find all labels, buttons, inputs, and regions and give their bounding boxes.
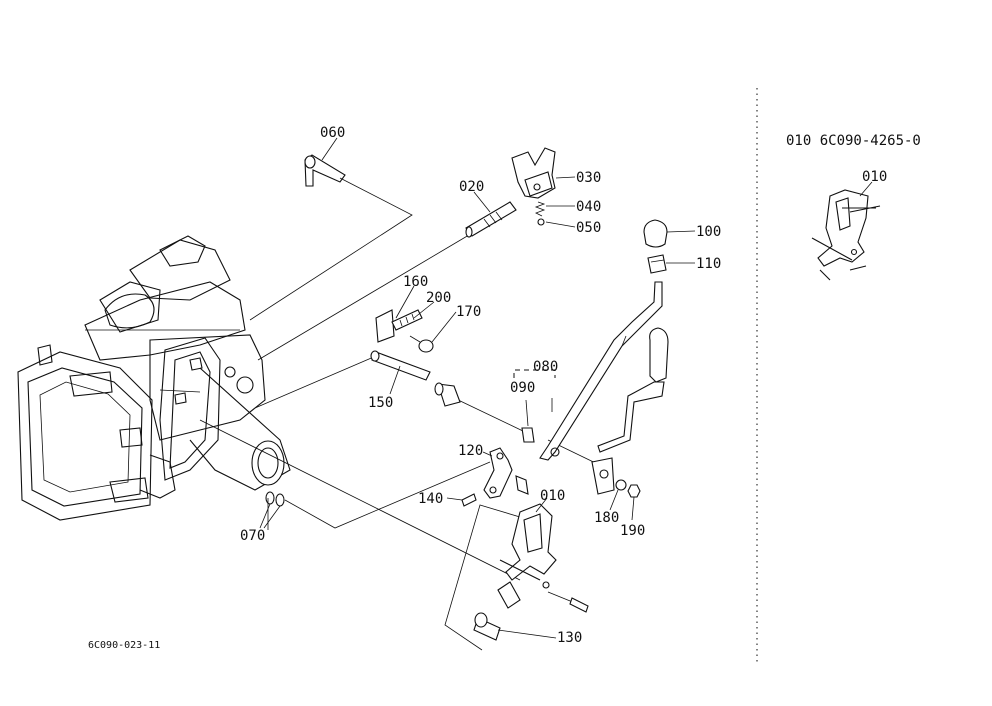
part-180-washer bbox=[615, 479, 627, 491]
part-060-pin bbox=[304, 154, 346, 187]
label-140: 140 bbox=[418, 491, 443, 507]
group-bracket-080 bbox=[513, 369, 556, 378]
part-030-fork bbox=[511, 147, 556, 199]
label-040: 040 bbox=[576, 199, 601, 215]
footer-code: 6C090-023-11 bbox=[88, 640, 160, 651]
part-140-pin bbox=[461, 493, 477, 507]
part-labels: 060 020 030 040 050 100 110 160 200 170 … bbox=[88, 125, 921, 651]
label-050: 050 bbox=[576, 220, 601, 236]
bracket-bolt bbox=[569, 597, 589, 613]
label-090: 090 bbox=[510, 380, 535, 396]
label-030: 030 bbox=[576, 170, 601, 186]
label-200: 200 bbox=[426, 290, 451, 306]
inset-bracket-010 bbox=[811, 189, 881, 281]
inset-header: 010 6C090-4265-0 bbox=[786, 133, 921, 149]
label-170: 170 bbox=[456, 304, 481, 320]
part-130-pin bbox=[473, 612, 501, 641]
label-110: 110 bbox=[696, 256, 721, 272]
transmission-housing bbox=[17, 235, 291, 521]
label-060: 060 bbox=[320, 125, 345, 141]
part-190-nut bbox=[627, 484, 641, 498]
label-190: 190 bbox=[620, 523, 645, 539]
part-090-bushing bbox=[521, 427, 535, 443]
label-150: 150 bbox=[368, 395, 393, 411]
part-150-shaft bbox=[370, 350, 431, 381]
label-010: 010 bbox=[540, 488, 565, 504]
part-070-rings bbox=[265, 491, 285, 507]
inset-label-010: 010 bbox=[862, 169, 887, 185]
part-110-collar bbox=[647, 254, 667, 274]
part-010-bracket bbox=[497, 503, 557, 609]
part-050-ball bbox=[537, 218, 545, 226]
label-070: 070 bbox=[240, 528, 265, 544]
label-leaders bbox=[259, 137, 873, 639]
part-040-spring bbox=[534, 201, 546, 217]
part-170-washer bbox=[409, 335, 434, 353]
shaft-sleeve bbox=[434, 382, 461, 407]
label-130: 130 bbox=[557, 630, 582, 646]
label-080: 080 bbox=[533, 359, 558, 375]
part-160-plate bbox=[375, 309, 395, 343]
part-200-bolt bbox=[391, 309, 423, 331]
label-120: 120 bbox=[458, 443, 483, 459]
assembly-lines bbox=[199, 177, 611, 651]
shift-lever bbox=[539, 281, 663, 461]
part-020-shaft bbox=[465, 201, 517, 238]
label-020: 020 bbox=[459, 179, 484, 195]
label-100: 100 bbox=[696, 224, 721, 240]
part-120-lever bbox=[483, 447, 529, 499]
part-100-knob bbox=[643, 219, 668, 248]
label-160: 160 bbox=[403, 274, 428, 290]
label-180: 180 bbox=[594, 510, 619, 526]
range-lever bbox=[591, 327, 669, 495]
